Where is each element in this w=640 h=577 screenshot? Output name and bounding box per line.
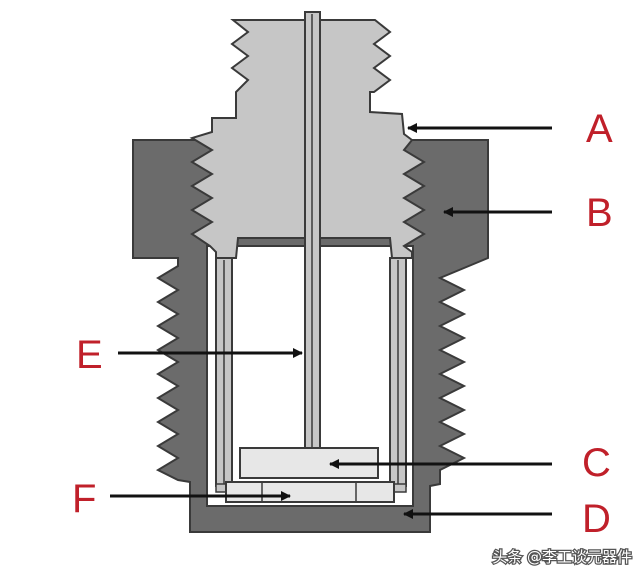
sensor-upper-body-right xyxy=(319,19,426,259)
watermark-text: 头条 @李工谈元器件 xyxy=(492,548,632,566)
label-b: B xyxy=(586,191,613,235)
label-f: F xyxy=(72,477,96,521)
label-a: A xyxy=(586,107,613,151)
label-c: C xyxy=(582,441,611,485)
label-e: E xyxy=(76,333,103,377)
label-d: D xyxy=(582,497,611,541)
element-f-base xyxy=(225,481,395,503)
